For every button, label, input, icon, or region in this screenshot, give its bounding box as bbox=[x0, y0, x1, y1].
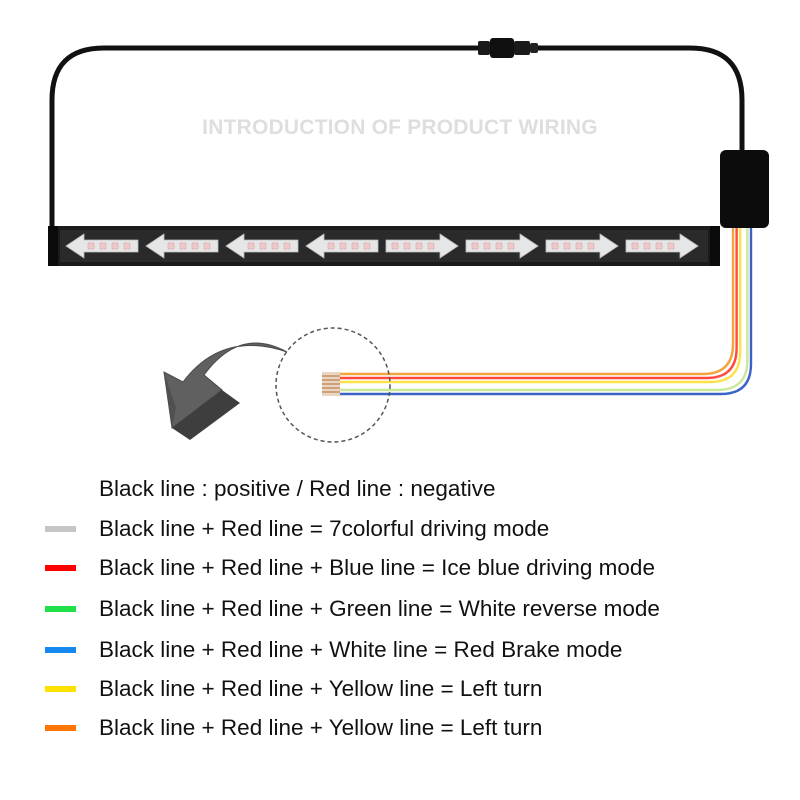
arrow-right-icon bbox=[625, 233, 699, 259]
arrow-group bbox=[65, 233, 699, 259]
legend-item-text: Black line + Red line = 7colorful drivin… bbox=[99, 516, 550, 541]
legend-item-text: Black line + Red line + Yellow line = Le… bbox=[99, 676, 543, 701]
arrow-left-icon bbox=[305, 233, 379, 259]
arrow-left-icon bbox=[145, 233, 219, 259]
wire bbox=[336, 228, 749, 392]
control-box bbox=[720, 150, 769, 228]
wire-end-pads bbox=[322, 372, 340, 396]
color-swatch bbox=[45, 606, 76, 612]
color-swatch bbox=[45, 725, 76, 731]
arrow-right-icon bbox=[465, 233, 539, 259]
legend-item-text: Black line + Red line + Green line = Whi… bbox=[99, 596, 660, 621]
legend-header: Black line : positive / Red line : negat… bbox=[99, 476, 496, 501]
arrow-right-icon bbox=[385, 233, 459, 259]
arrow-right-icon bbox=[545, 233, 619, 259]
cable-connector bbox=[478, 38, 538, 58]
curved-arrow-icon bbox=[163, 342, 288, 429]
arrow-left-icon bbox=[225, 233, 299, 259]
legend-item: Black line + Red line + White line = Red… bbox=[0, 635, 800, 665]
wire bbox=[336, 228, 742, 384]
black-cable bbox=[49, 45, 745, 235]
legend-item-text: Black line + Red line + Blue line = Ice … bbox=[99, 555, 655, 580]
legend-header-row: Black line : positive / Red line : negat… bbox=[0, 474, 800, 504]
wiring-diagram bbox=[48, 38, 769, 443]
wire bbox=[336, 228, 753, 396]
wire-bundle bbox=[336, 228, 753, 396]
color-swatch bbox=[45, 647, 76, 653]
legend-item: Black line + Red line + Yellow line = Le… bbox=[0, 713, 800, 743]
legend-item: Black line + Red line = 7colorful drivin… bbox=[0, 514, 800, 544]
legend-item: Black line + Red line + Green line = Whi… bbox=[0, 594, 800, 624]
wire bbox=[336, 228, 745, 388]
legend-item: Black line + Red line + Blue line = Ice … bbox=[0, 553, 800, 583]
legend-item-text: Black line + Red line + White line = Red… bbox=[99, 637, 623, 662]
legend-item-text: Black line + Red line + Yellow line = Le… bbox=[99, 715, 543, 740]
diagram-title: INTRODUCTION OF PRODUCT WIRING bbox=[202, 116, 598, 139]
color-swatch bbox=[45, 565, 76, 571]
magnifier-circle bbox=[275, 327, 391, 443]
legend-item: Black line + Red line + Yellow line = Le… bbox=[0, 674, 800, 704]
wire bbox=[336, 228, 735, 376]
color-swatch bbox=[45, 686, 76, 692]
led-strip bbox=[48, 226, 720, 266]
color-swatch bbox=[45, 526, 76, 532]
wire bbox=[336, 228, 738, 380]
arrow-left-icon bbox=[65, 233, 139, 259]
